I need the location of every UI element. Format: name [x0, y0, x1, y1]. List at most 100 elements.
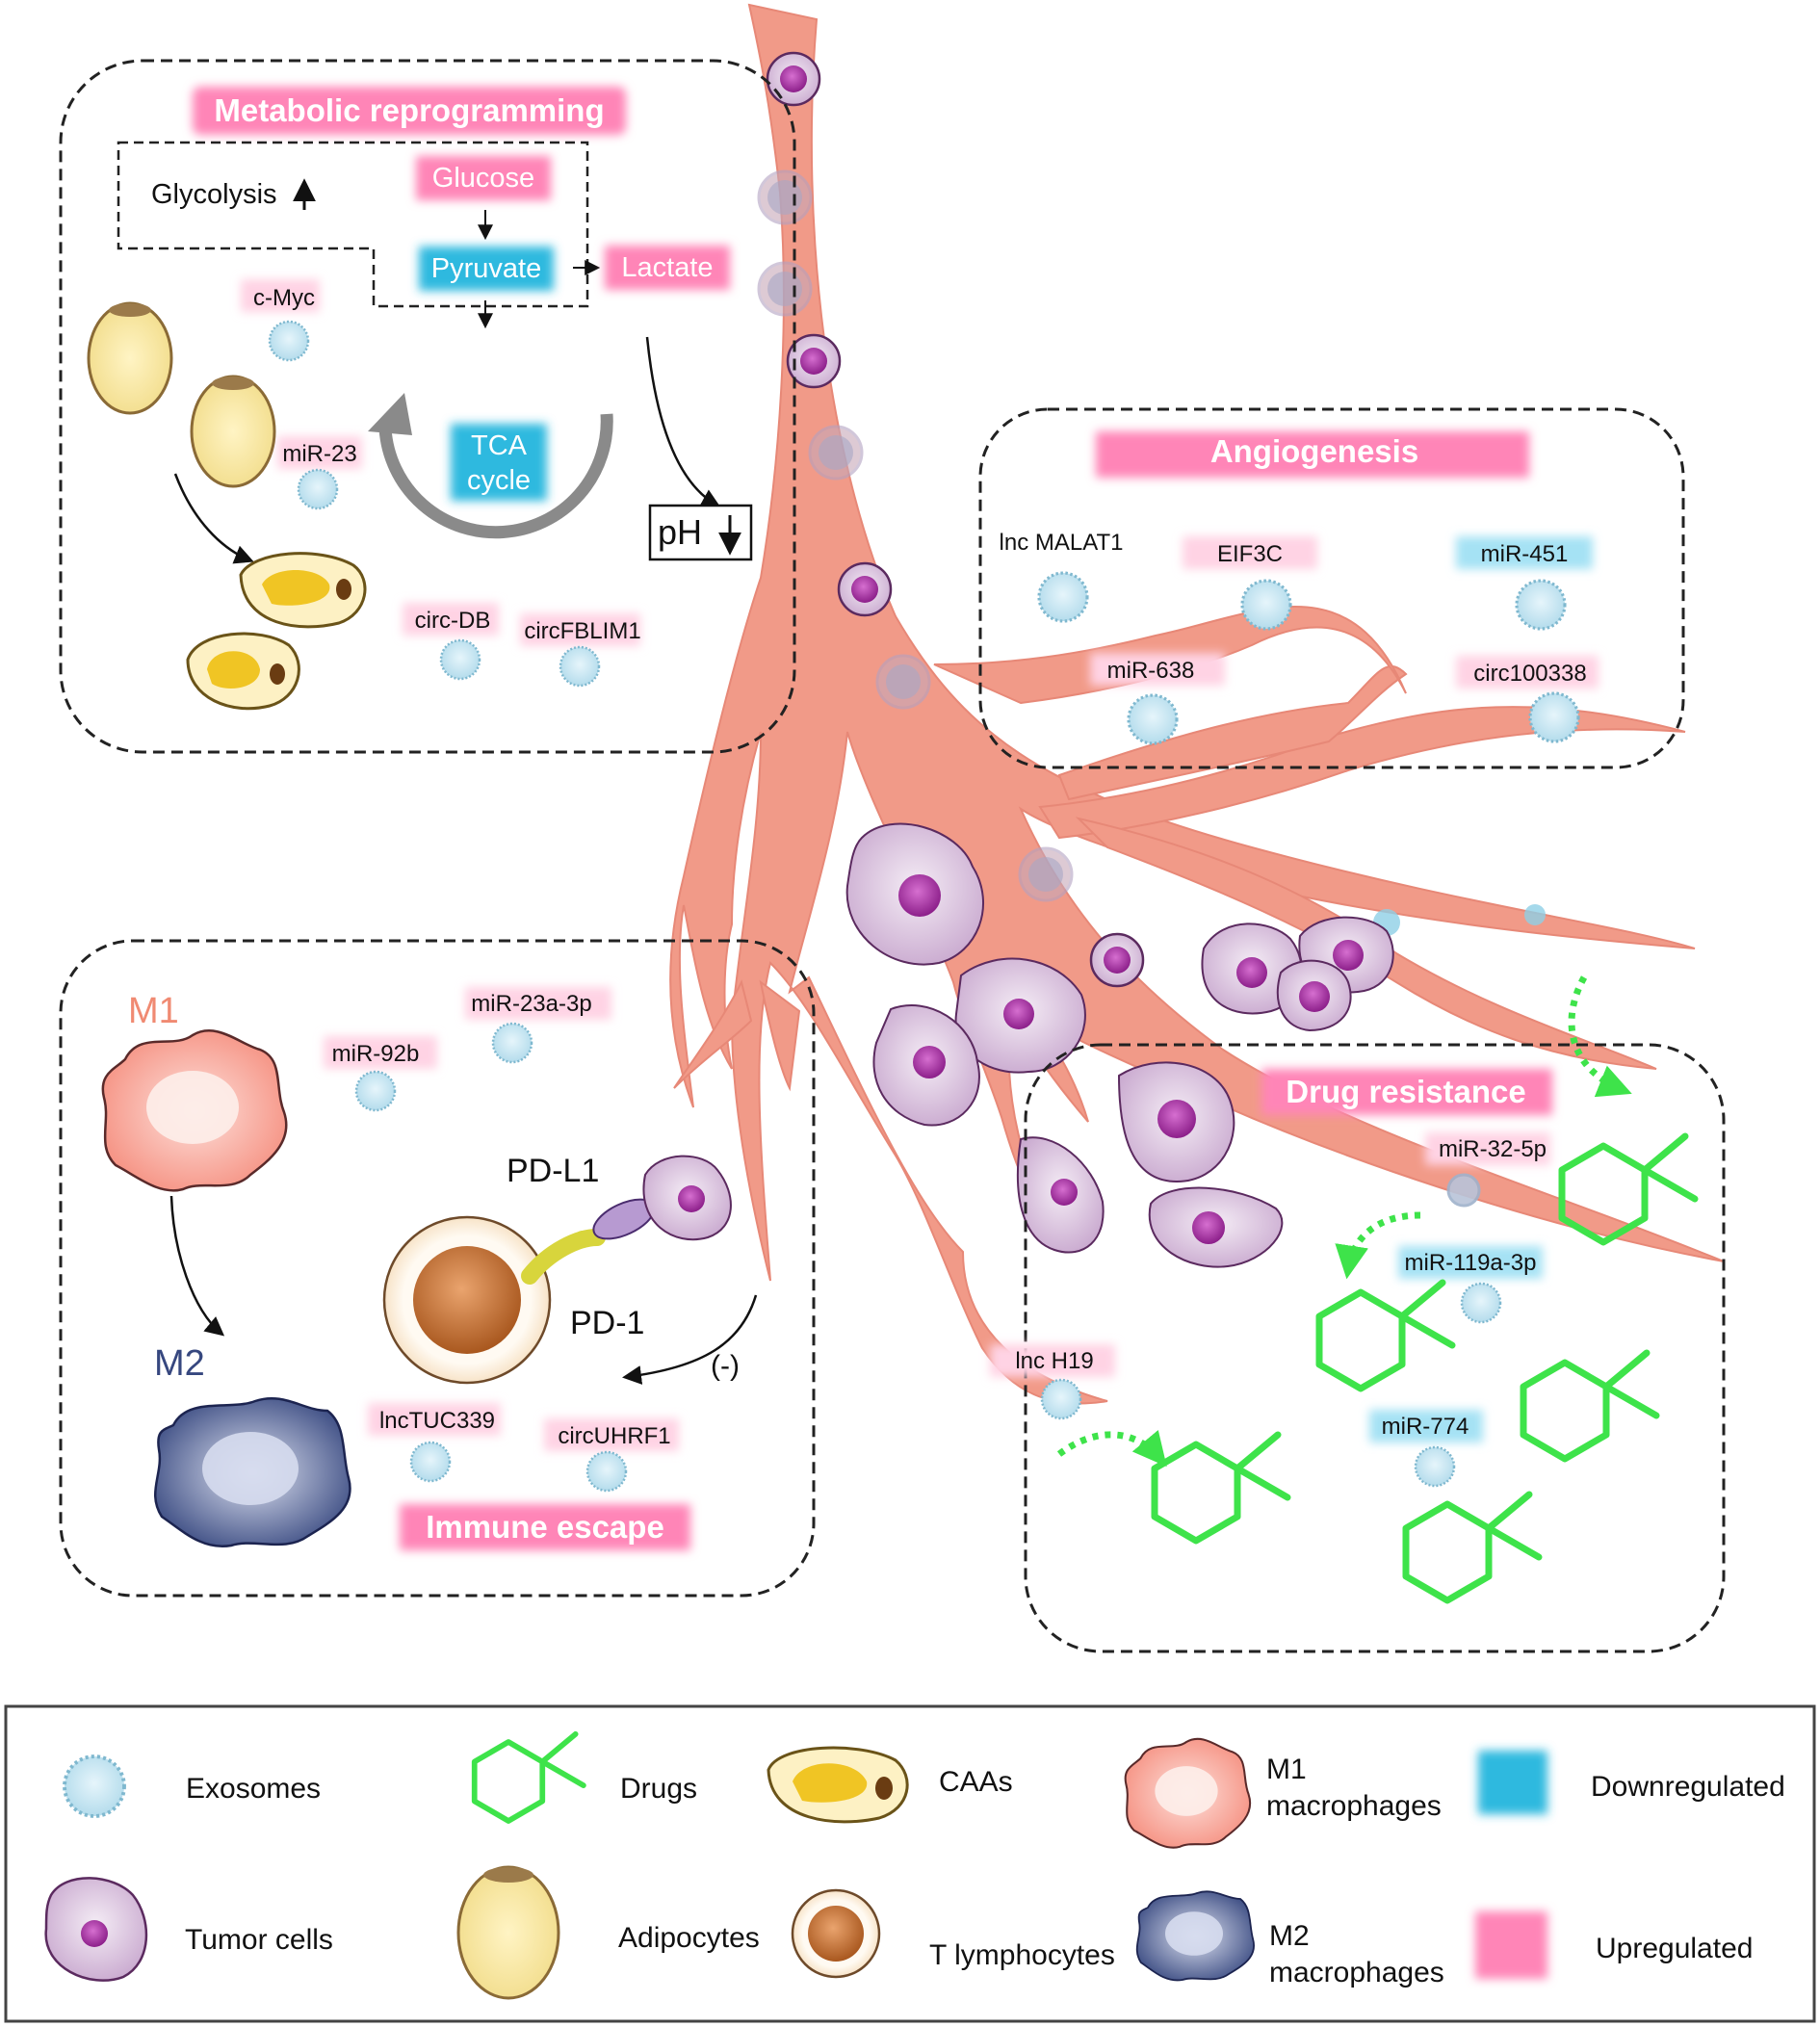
- svg-text:Downregulated: Downregulated: [1591, 1771, 1785, 1803]
- arrow-icon: [169, 1195, 225, 1337]
- panel-immune-escape: M1 M2 miR-23a-3p miR-92b PD-L1 PD-1: [59, 939, 816, 1598]
- svg-text:M1: M1: [1266, 1754, 1307, 1785]
- exosome-icon: [1414, 1445, 1456, 1488]
- drug-molecule-icon: [1562, 1136, 1695, 1242]
- arrow-icon: [173, 473, 254, 564]
- svg-text:CAAs: CAAs: [939, 1766, 1013, 1798]
- exosome-icon: [409, 1441, 452, 1483]
- vessel-exosome: [1446, 1173, 1481, 1208]
- tumor-cell-cluster: [845, 822, 1394, 1268]
- legend-m2-macrophages: M2 macrophages: [1135, 1890, 1444, 1988]
- vessel-ghost-cell: [757, 169, 813, 225]
- tca-cycle-arrow-icon: [368, 393, 412, 435]
- exosome-icon: [1240, 579, 1292, 631]
- pd1-label: PD-1: [570, 1305, 644, 1341]
- mirna-label: EIF3C: [1217, 541, 1283, 567]
- arrow-icon: [645, 336, 721, 507]
- exosome-icon: [585, 1450, 628, 1493]
- drug-molecule-icon: [1319, 1283, 1452, 1389]
- vessel-tumor-cell: [766, 51, 821, 107]
- drug-molecule-icon: [1155, 1435, 1287, 1541]
- mirna-label: miR-451: [1481, 541, 1569, 567]
- caa-cell: [767, 1746, 909, 1824]
- tumor-cell: [1276, 959, 1352, 1032]
- svg-text:macrophages: macrophages: [1269, 1957, 1444, 1988]
- tca-cycle-ring: [378, 413, 613, 539]
- m2-label: M2: [154, 1343, 205, 1384]
- mirna-label: miR-638: [1107, 658, 1195, 684]
- legend-drugs: Drugs: [475, 1734, 697, 1821]
- glucose-label: Glucose: [432, 163, 534, 194]
- mirna-label: miR-23: [282, 441, 356, 467]
- tumor-cell: [872, 1004, 980, 1127]
- t-lymphocyte: [791, 1888, 881, 1979]
- vessel-ghost-cell: [808, 425, 864, 481]
- legend-tumor-cells: Tumor cells: [44, 1877, 333, 1982]
- lactate-label: Lactate: [621, 252, 713, 283]
- vessel-ghost-cell: [757, 261, 813, 317]
- legend-downregulated: Downregulated: [1478, 1751, 1785, 1814]
- pdl1-label: PD-L1: [507, 1153, 599, 1189]
- svg-text:macrophages: macrophages: [1266, 1790, 1442, 1822]
- mirna-label: lnc H19: [1015, 1348, 1093, 1374]
- m2-macrophage: [1135, 1890, 1256, 1982]
- inhibition-arrow-icon: [622, 1294, 758, 1385]
- mirna-label: lncTUC339: [379, 1408, 495, 1434]
- vessel-ghost-cell: [1018, 846, 1074, 902]
- glycolysis-label: Glycolysis: [151, 179, 277, 210]
- vessel-ghost-cell: [875, 654, 931, 710]
- drug-efflux-arrow-icon: [1568, 975, 1632, 1098]
- legend-m1-macrophages: M1 macrophages: [1124, 1737, 1442, 1849]
- adipocyte: [87, 301, 173, 415]
- legend-exosomes: Exosomes: [63, 1754, 321, 1818]
- svg-text:M2: M2: [1269, 1920, 1310, 1952]
- svg-text:Tumor cells: Tumor cells: [185, 1924, 333, 1956]
- exosome-icon: [439, 638, 481, 681]
- svg-text:Exosomes: Exosomes: [186, 1773, 321, 1805]
- tca-label-line2: cycle: [467, 465, 531, 496]
- exosome-icon: [1528, 691, 1580, 743]
- exosome-icon: [354, 1070, 397, 1112]
- exosome-icon: [1515, 579, 1567, 631]
- mirna-label: circUHRF1: [558, 1423, 670, 1449]
- svg-text:Adipocytes: Adipocytes: [618, 1922, 760, 1954]
- m1-label: M1: [128, 991, 179, 1031]
- mirna-label: miR-774: [1382, 1414, 1469, 1440]
- panel-title: Angiogenesis: [1210, 433, 1418, 469]
- panel-angiogenesis: Angiogenesis lnc MALAT1 EIF3C miR-451 mi…: [978, 407, 1685, 769]
- exosome-icon: [1040, 1378, 1082, 1420]
- tumor-cell: [845, 822, 984, 966]
- mirna-label: miR-32-5p: [1439, 1136, 1547, 1162]
- drug-efflux-arrow-icon: [1056, 1429, 1167, 1468]
- mirna-label: miR-23a-3p: [471, 991, 591, 1017]
- vessel-tumor-cell: [1089, 932, 1145, 988]
- pd1-receptor-tip: [574, 1231, 591, 1248]
- mirna-label: circFBLIM1: [524, 618, 640, 644]
- exosome-icon: [559, 645, 601, 688]
- tumor-cell: [954, 957, 1086, 1074]
- tumor-cell: [1017, 1136, 1105, 1254]
- panel-metabolic-reprogramming: Metabolic reprogramming Glycolysis Gluco…: [59, 59, 796, 754]
- legend-adipocytes: Adipocytes: [456, 1865, 760, 2000]
- vessel-exosome: [1524, 904, 1546, 925]
- exosome-icon: [1127, 693, 1179, 745]
- m2-macrophage: [153, 1396, 351, 1548]
- tumor-cell: [1117, 1061, 1235, 1183]
- caa-cell: [239, 552, 367, 629]
- tumor-cell: [1148, 1186, 1284, 1268]
- tumor-cell: [642, 1155, 732, 1241]
- vessel-tumor-cell: [837, 561, 893, 617]
- panel-title: Drug resistance: [1286, 1074, 1525, 1109]
- pyruvate-label: Pyruvate: [431, 253, 541, 284]
- adipocyte: [456, 1865, 560, 2000]
- exosome-icon: [491, 1022, 533, 1064]
- drug-molecule-icon: [1523, 1353, 1656, 1459]
- panel-drug-resistance: Drug resistance miR-32-5p miR-119a-3p ln…: [990, 975, 1726, 1653]
- legend-upregulated: Upregulated: [1475, 1911, 1753, 1979]
- exosome-icon: [1460, 1282, 1502, 1324]
- caa-cell: [186, 632, 300, 711]
- svg-text:T lymphocytes: T lymphocytes: [929, 1939, 1115, 1971]
- legend-t-lymphocytes: T lymphocytes: [791, 1888, 1115, 1979]
- adipocyte: [190, 375, 276, 488]
